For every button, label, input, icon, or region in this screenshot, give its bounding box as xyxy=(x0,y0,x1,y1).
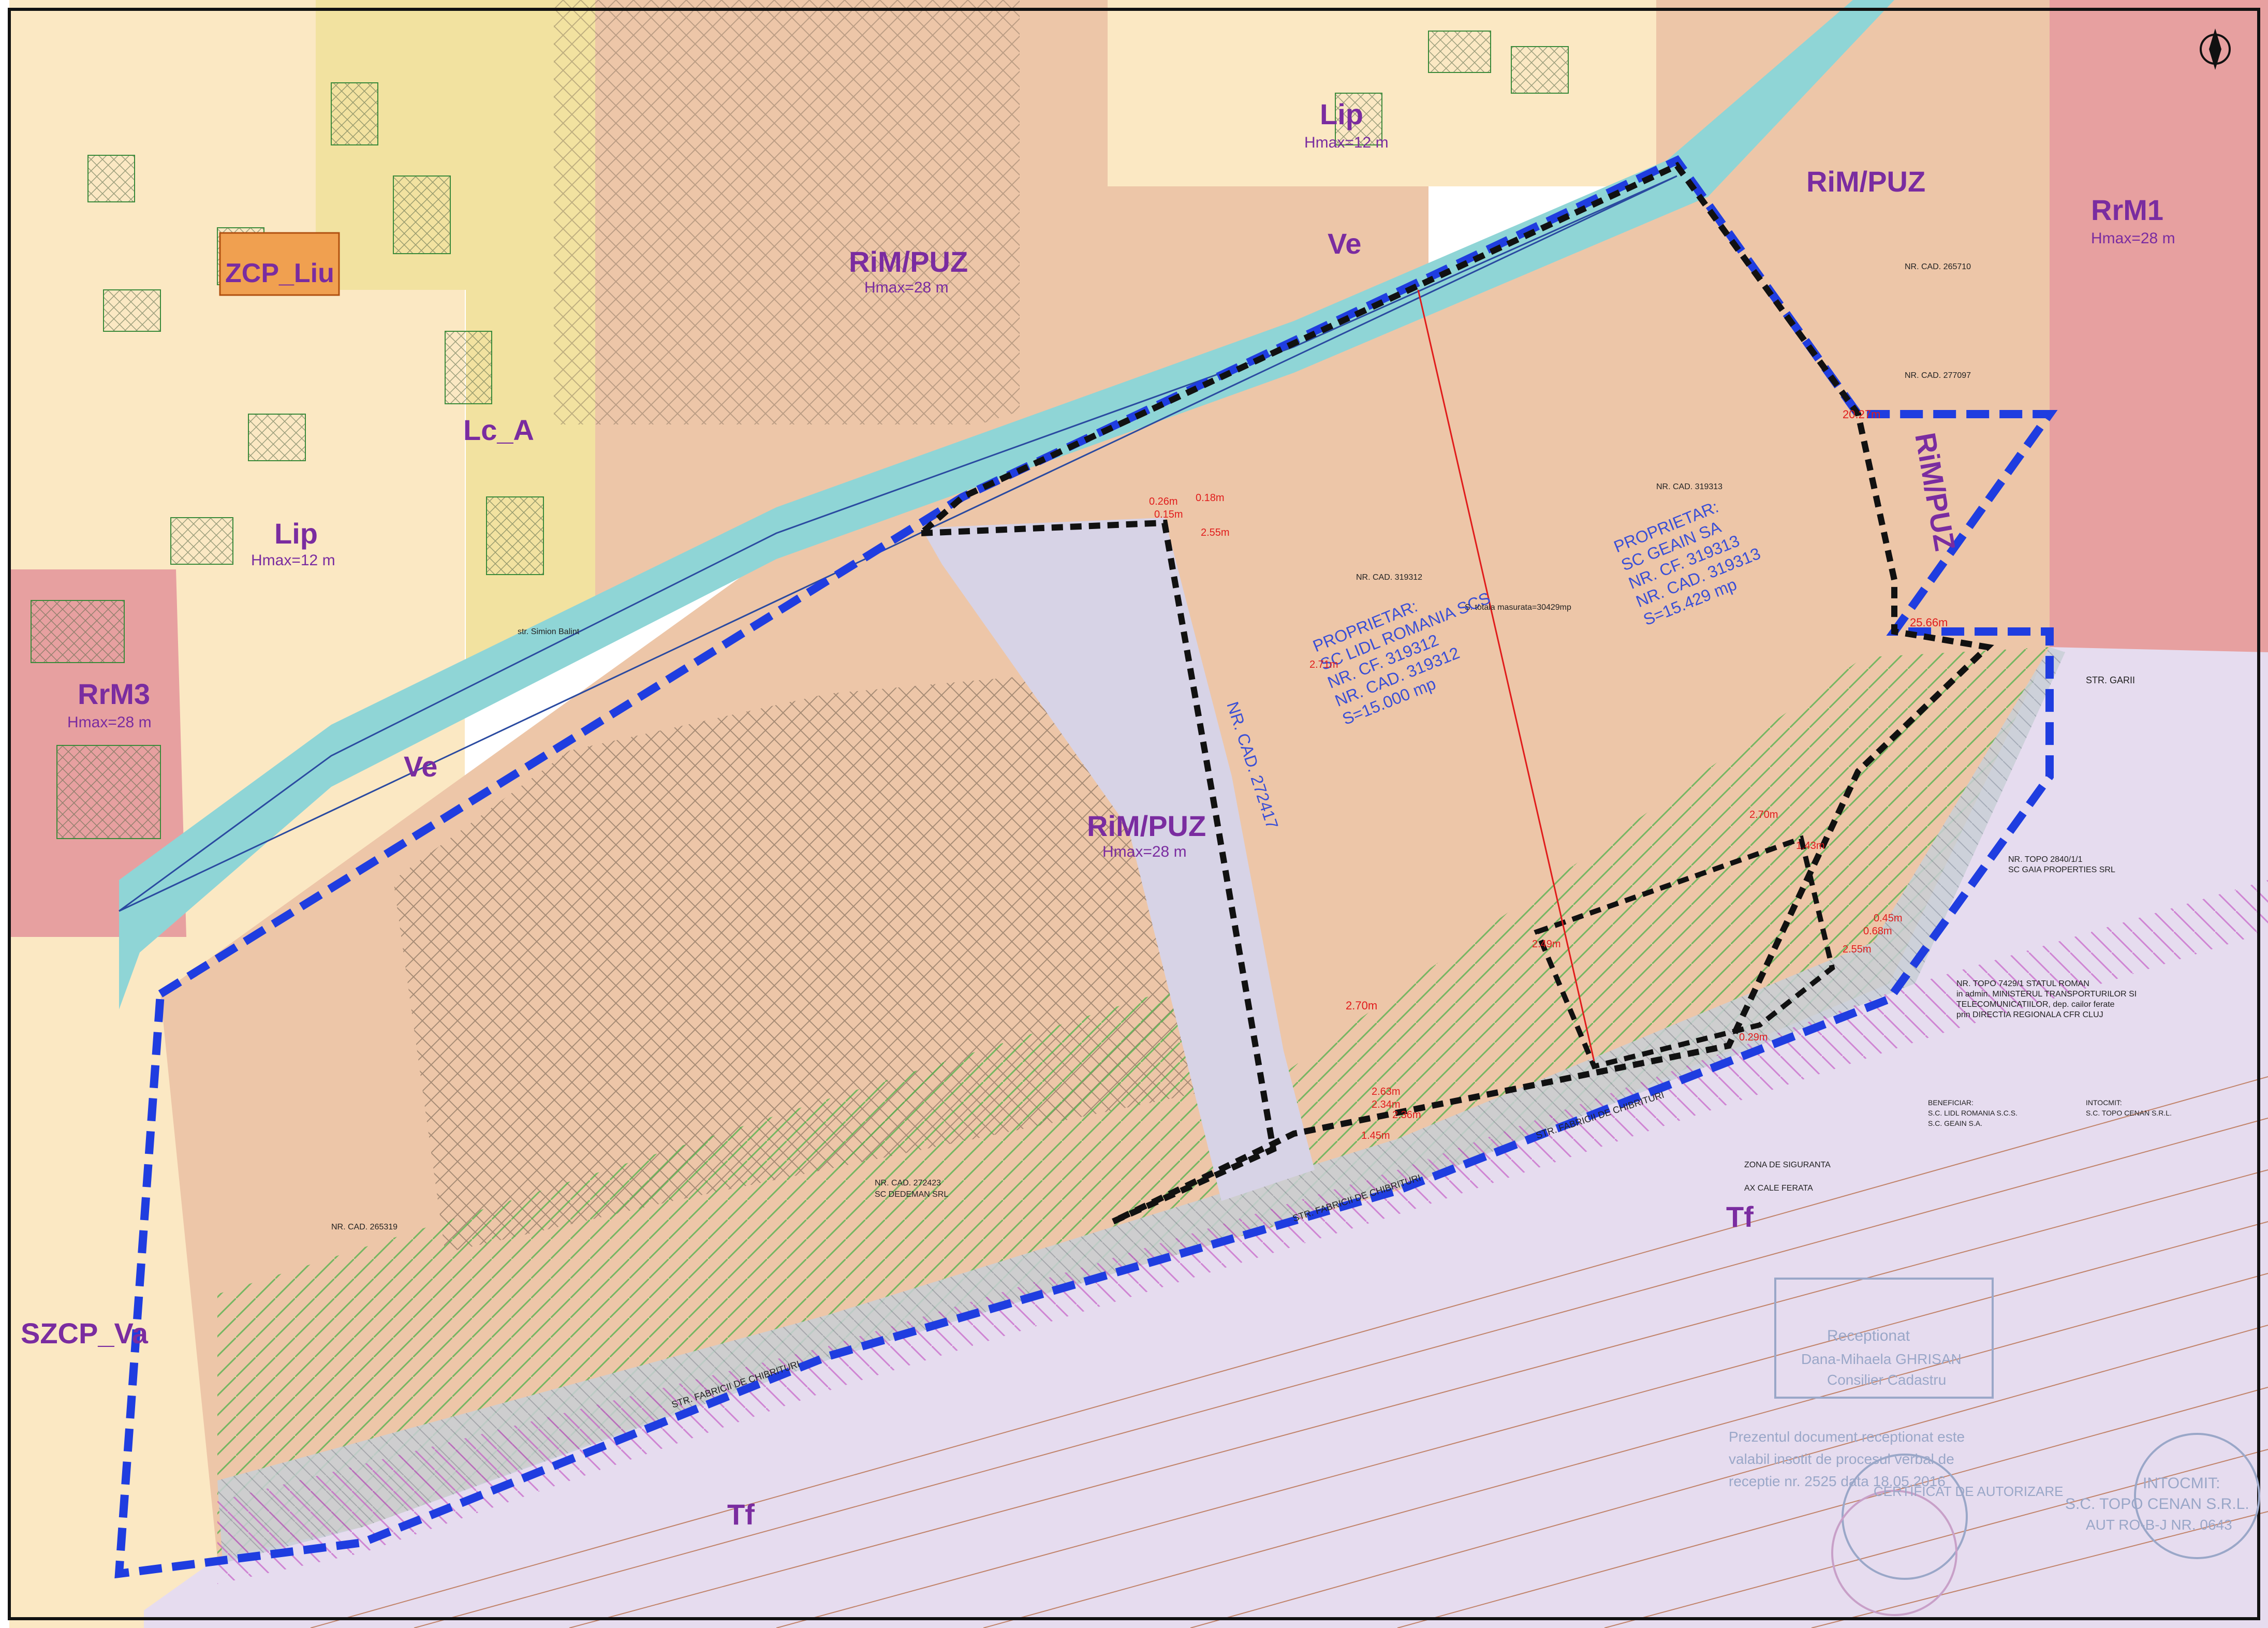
note-line: NR. TOPO 7429/1 STATUL ROMAN xyxy=(1956,979,2089,988)
map-frame xyxy=(8,8,2260,1620)
compass-icon xyxy=(2200,28,2231,70)
dim-label: 2.63m xyxy=(1372,1086,1401,1097)
dim-label: 2.36m xyxy=(1392,1109,1421,1121)
seal-circle xyxy=(1842,1454,1968,1580)
cadastral-label: SC DEDEMAN SRL xyxy=(875,1190,948,1199)
street-simion-balint: str. Simion Balint xyxy=(518,627,580,636)
rail-lines xyxy=(310,1076,2268,1628)
safety-zone-label: ZONA DE SIGURANTA xyxy=(1744,1161,1831,1169)
owner-boundary-inner xyxy=(1534,835,1835,1069)
intocmit-line: S.C. TOPO CENAN S.R.L. xyxy=(2086,1109,2172,1117)
dim-label: 0.68m xyxy=(1863,926,1892,937)
zone-label-tf-right: Tf xyxy=(1726,1200,1754,1233)
green-protection-zone xyxy=(217,647,2050,1558)
stamp-text: valabil insotit de procesul verbal de xyxy=(1729,1451,1954,1467)
reception-stamp-box xyxy=(1774,1278,1994,1399)
zone-label-ve-left: Ve xyxy=(404,750,437,783)
stamp-text: Receptionat xyxy=(1827,1327,1910,1344)
note-line: SC GAIA PROPERTIES SRL xyxy=(2008,866,2115,874)
zone-label-rim-top: RiM/PUZ xyxy=(849,245,968,278)
stamp-text: CERTIFICAT DE AUTORIZARE xyxy=(1874,1484,2063,1499)
zone-label-rim-main: RiM/PUZ xyxy=(1087,810,1206,842)
dim-label: 2.55m xyxy=(1843,944,1872,955)
dim-label: 2.55m xyxy=(1201,527,1230,538)
cadastral-label: NR. CAD. 277097 xyxy=(1905,371,1971,380)
stamp-text: Prezentul document receptionat este xyxy=(1729,1429,1965,1445)
zone-label-zcp-liu: ZCP_Liu xyxy=(225,258,334,288)
cadastral-label: NR. CAD. 272423 xyxy=(875,1179,941,1187)
dim-label: 0.29m xyxy=(1739,1032,1768,1043)
property-divider-line xyxy=(1417,289,1595,1062)
surface-label: S. totala masurata=30429mp xyxy=(1465,603,1571,612)
zone-hmax-rim-main: Hmax=28 m xyxy=(1102,843,1187,860)
zone-hmax-lip-left: Hmax=12 m xyxy=(251,552,335,569)
zone-label-tf-bottom: Tf xyxy=(727,1498,755,1531)
zone-hmax-rrm3: Hmax=28 m xyxy=(67,714,152,731)
zone-zcp-liu-box xyxy=(219,232,340,296)
dim-label: 2.71m xyxy=(1309,659,1338,670)
dim-label: 2.49m xyxy=(1532,938,1561,950)
cadastral-label: NR. CAD. 265319 xyxy=(331,1223,397,1231)
stamp-text: AUT RO-B-J NR. 0643 xyxy=(2086,1517,2232,1533)
stamp-text: Dana-Mihaela GHRISAN xyxy=(1801,1351,1962,1367)
note-line: TELECOMUNICATIILOR, dep. cailor ferate xyxy=(1956,1000,2115,1009)
seal-circle xyxy=(2134,1433,2260,1559)
seal-circle xyxy=(1831,1490,1957,1616)
street-garii: STR. GARII xyxy=(2086,675,2135,685)
zone-label-lip-top: Lip xyxy=(1320,98,1363,130)
zone-hmax-lip-top: Hmax=12 m xyxy=(1304,134,1389,151)
note-line: NR. TOPO 2840/1/1 xyxy=(2008,855,2083,864)
dim-label: 1.43m xyxy=(1796,840,1825,852)
beneficiar-line: S.C. LIDL ROMANIA S.C.S. xyxy=(1928,1109,2017,1117)
dim-label: 2.70m xyxy=(1749,809,1778,820)
beneficiar-line: S.C. GEAIN S.A. xyxy=(1928,1119,1982,1127)
zone-hmax-rrm1: Hmax=28 m xyxy=(2091,230,2175,247)
dim-label: 25.66m xyxy=(1910,616,1948,629)
zone-label-rrm1: RrM1 xyxy=(2091,194,2163,226)
zone-label-szcp-va: SZCP_Va xyxy=(21,1317,149,1350)
stamp-text: Consilier Cadastru xyxy=(1827,1372,1946,1388)
dim-label: 0.18m xyxy=(1196,492,1225,504)
cadastral-label: NR. CAD. 319312 xyxy=(1356,573,1422,582)
river-centerline xyxy=(119,175,1677,912)
beneficiar-title: BENEFICIAR: xyxy=(1928,1098,1974,1107)
note-line: in admin. MINISTERUL TRANSPORTURILOR SI xyxy=(1956,990,2137,999)
puz-boundary-line xyxy=(114,155,2058,1579)
dim-label: 20.27m xyxy=(1843,408,1880,421)
dim-label: 0.15m xyxy=(1154,509,1183,520)
intocmit-title: INTOCMIT: xyxy=(2086,1098,2122,1107)
owner-boundary-line xyxy=(912,162,1994,1225)
zone-label-lip-left: Lip xyxy=(274,517,318,550)
stamp-text: INTOCMIT: xyxy=(2143,1475,2220,1492)
dim-label: 1.45m xyxy=(1361,1130,1390,1141)
dim-label: 2.70m xyxy=(1346,999,1377,1012)
zone-label-rim-right: RiM/PUZ xyxy=(1806,165,1925,198)
stamp-text: receptie nr. 2525 data 18.05.2016 xyxy=(1729,1473,1946,1489)
dim-label: 0.26m xyxy=(1149,496,1178,507)
rail-axis-label: AX CALE FERATA xyxy=(1744,1184,1813,1193)
cadastral-label: NR. CAD. 265710 xyxy=(1905,262,1971,271)
zone-label-lc-a: Lc_A xyxy=(463,414,534,446)
zone-szcp-area xyxy=(9,937,144,1628)
zone-rrm1-area xyxy=(2050,0,2268,652)
access-road-area xyxy=(921,518,1315,1201)
hatched-building-top xyxy=(554,0,1020,424)
dim-label: 0.45m xyxy=(1874,913,1903,924)
zone-rail-area xyxy=(119,647,2268,1628)
zone-label-ve-top: Ve xyxy=(1328,227,1361,260)
dim-label: 2.34m xyxy=(1372,1099,1401,1110)
cadastral-label: NR. CAD. 319313 xyxy=(1656,482,1722,491)
zone-hmax-rim-top: Hmax=28 m xyxy=(864,279,949,296)
zone-label-rrm3: RrM3 xyxy=(78,678,150,710)
note-line: prin DIRECTIA REGIONALA CFR CLUJ xyxy=(1956,1010,2103,1019)
stamp-text: S.C. TOPO CENAN S.R.L. xyxy=(2065,1495,2249,1513)
